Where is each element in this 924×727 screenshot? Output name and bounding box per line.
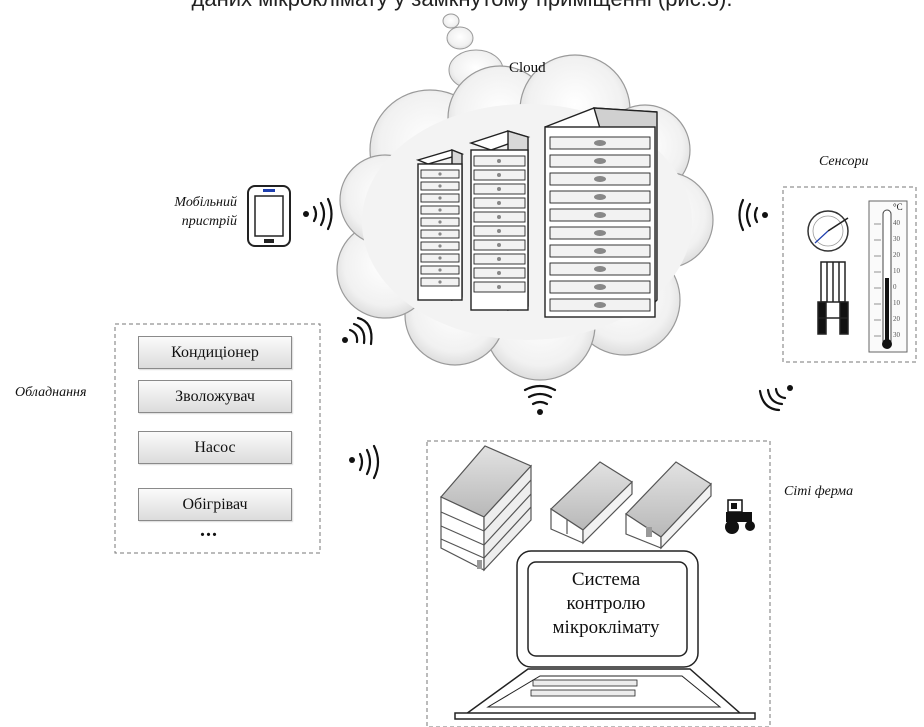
signal-equipment-bottom-icon (349, 444, 380, 480)
mobile-device-label: Мобільний пристрій (145, 193, 237, 231)
sensors-label: Сенсори (819, 154, 869, 169)
server-racks-icon (415, 107, 658, 318)
farm-box (426, 440, 771, 727)
wireless-signal-icons (303, 197, 793, 480)
thermometer-unit-label: °C (893, 202, 903, 212)
signal-equipment-top-icon (342, 316, 373, 346)
control-system-line1: Система (571, 569, 641, 590)
sensors-box (782, 186, 917, 363)
signal-sensors-icon (738, 198, 768, 232)
thermometer-tick-label: 30 (893, 235, 900, 243)
equipment-item-pump[interactable]: Насос (138, 431, 292, 464)
top-caption-text: даних мікроклімату у замкнутому приміщен… (0, 0, 924, 26)
equipment-label: Обладнання (15, 385, 87, 400)
mobile-phone-icon (247, 185, 291, 247)
city-farm-label: Сіті ферма (784, 484, 854, 499)
laptop-icon (454, 550, 756, 720)
gauge-icon (807, 210, 849, 252)
farm-buildings-icon (440, 445, 712, 572)
mobile-device-label-line2: пристрій (181, 214, 237, 229)
thermometer-tick-label: 10 (893, 299, 900, 307)
equipment-item-air-conditioner[interactable]: Кондиціонер (138, 336, 292, 369)
cloud-label: Cloud (509, 60, 546, 76)
thermometer-tick-label: 20 (893, 251, 900, 259)
control-system-screen-text: Система контролю мікроклімату (532, 568, 680, 640)
control-system-line2: контролю (566, 593, 646, 614)
thermometer-tick-label: 20 (893, 315, 900, 323)
signal-mobile-icon (303, 197, 333, 231)
thermometer-tick-label: 40 (893, 219, 900, 227)
control-system-line3: мікроклімату (552, 617, 660, 638)
tractor-icon (725, 499, 755, 534)
mobile-device-label-line1: Мобільний (174, 195, 237, 210)
equipment-item-humidifier[interactable]: Зволожувач (138, 380, 292, 413)
thermometer-icon (868, 200, 908, 353)
signal-sensors-bottom-icon (758, 385, 793, 412)
thermometer-tick-label: 0 (893, 283, 897, 291)
thermometer-tick-label: 30 (893, 331, 900, 339)
equipment-item-heater[interactable]: Обігрівач (138, 488, 292, 521)
signal-farm-icon (523, 384, 557, 415)
humidity-sensor-icon (817, 261, 849, 335)
thermometer-tick-label: 10 (893, 267, 900, 275)
equipment-more-ellipsis: ... (200, 519, 218, 541)
